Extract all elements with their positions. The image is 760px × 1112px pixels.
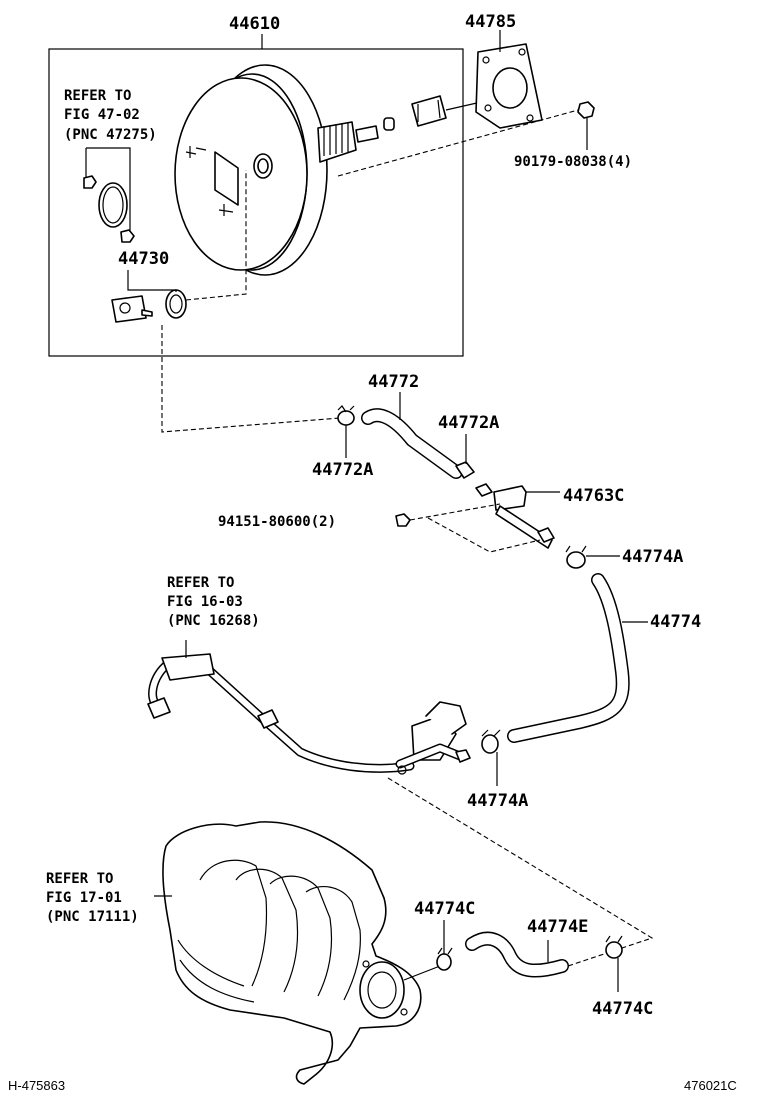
- label-44774: 44774: [650, 612, 701, 632]
- refer-note-2-line3: (PNC 16268): [167, 613, 260, 629]
- dashed-leader-pipe-hose: [387, 777, 654, 969]
- label-90179-08038: 90179-08038(4): [514, 154, 632, 170]
- water-pipe: [147, 640, 471, 775]
- hose-44774: [507, 573, 648, 743]
- label-44774c-left: 44774C: [414, 899, 475, 919]
- dashed-leader-valve-hose: [161, 325, 341, 433]
- hose-44772: [361, 392, 463, 479]
- refer-note-1-line3: (PNC 47275): [64, 127, 157, 143]
- nut-90179: [337, 101, 595, 177]
- label-44763c: 44763C: [563, 486, 624, 506]
- label-94151-80600: 94151-80600(2): [218, 514, 336, 530]
- label-44772a-left: 44772A: [312, 460, 373, 480]
- refer-note-1-line2: FIG 47-02: [64, 107, 140, 123]
- intake-manifold: [154, 821, 441, 1085]
- clamp-44774a-top: [565, 545, 620, 569]
- label-44772: 44772: [368, 372, 419, 392]
- assembly-frame: [48, 48, 464, 357]
- booster-bracket: [411, 95, 491, 127]
- o-ring-assembly: [83, 147, 135, 243]
- check-valve-44730: [111, 170, 247, 323]
- clamp-44774c-right: [605, 935, 623, 992]
- footer-code-right: 476021C: [684, 1078, 737, 1093]
- label-44774c-right: 44774C: [592, 999, 653, 1019]
- clamp-44774c-left: [436, 920, 453, 971]
- label-44772a-top: 44772A: [438, 413, 499, 433]
- label-44785: 44785: [465, 12, 516, 32]
- label-44610: 44610: [229, 14, 280, 34]
- label-44774a-bottom: 44774A: [467, 791, 528, 811]
- clamp-44774a-bottom: [481, 729, 501, 786]
- bolt-94151: [395, 503, 541, 553]
- refer-note-1-line1: REFER TO: [64, 88, 131, 104]
- clamp-44772a-top: [455, 434, 475, 479]
- refer-note-2-line1: REFER TO: [167, 575, 234, 591]
- brake-booster: [174, 64, 395, 276]
- label-44774e: 44774E: [527, 917, 588, 937]
- refer-note-3-line1: REFER TO: [46, 871, 113, 887]
- label-44774a-top: 44774A: [622, 547, 683, 567]
- label-44730: 44730: [118, 249, 169, 269]
- hose-44774e: [465, 931, 569, 978]
- bracket-44763c: [475, 483, 560, 549]
- refer-note-3-line2: FIG 17-01: [46, 890, 122, 906]
- gasket-44785: [475, 30, 543, 129]
- clamp-44772a-left: [337, 405, 355, 458]
- refer-note-3-line3: (PNC 17111): [46, 909, 139, 925]
- refer-note-2-line2: FIG 16-03: [167, 594, 243, 610]
- footer-code-left: H-475863: [8, 1078, 65, 1093]
